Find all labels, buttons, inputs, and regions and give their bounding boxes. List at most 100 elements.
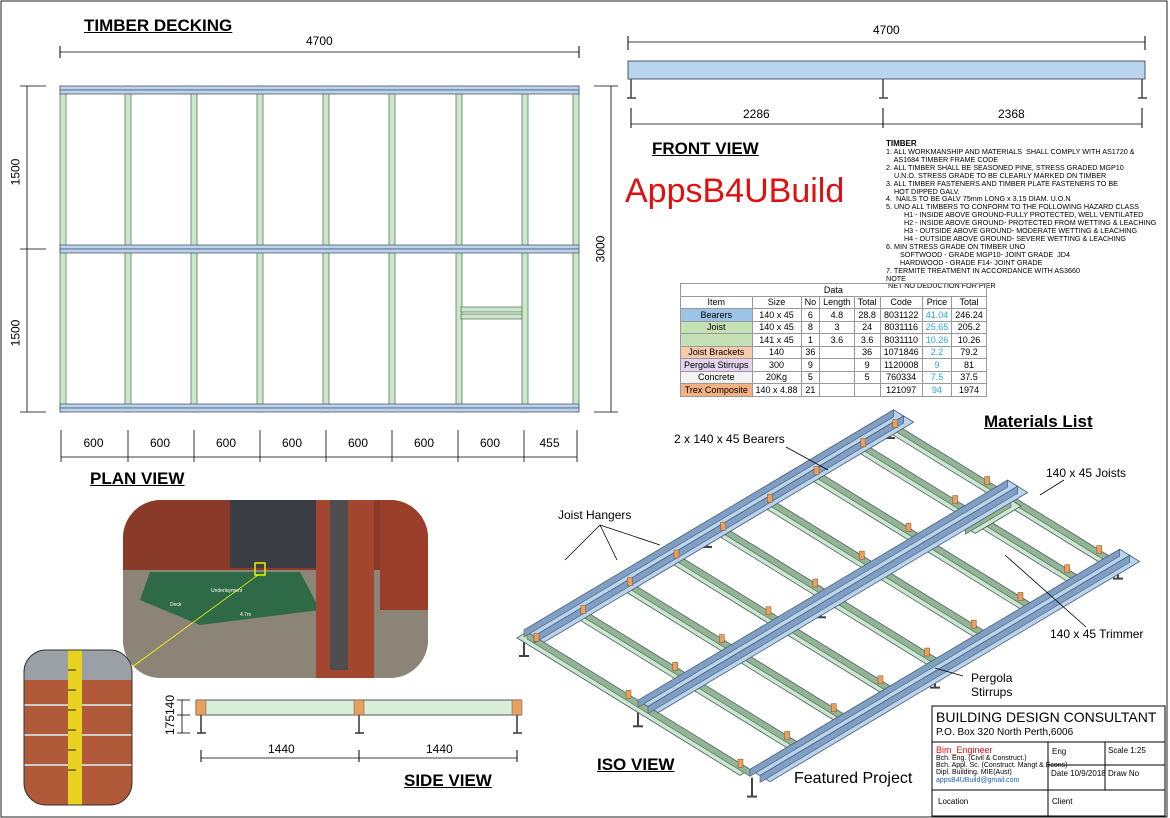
table-cell: 94: [921, 383, 953, 397]
plan-spacing-0: 600: [83, 436, 104, 450]
tb-location: Location: [938, 797, 969, 806]
table-cell: 5: [853, 370, 881, 384]
callout-joists: 140 x 45 Joists: [1046, 466, 1127, 480]
note-line: 1. ALL WORKMANSHIP AND MATERIALS SHALL C…: [886, 147, 1135, 156]
plan-bearer: [59, 85, 580, 91]
photo-label-deck: Deck: [170, 602, 182, 608]
plan-spacing-5: 600: [414, 436, 435, 450]
iso-joist-hanger: [673, 549, 680, 559]
table-header: Item: [680, 295, 753, 309]
table-cell: 140 x 45: [751, 320, 802, 334]
side-view-drawing: [177, 699, 523, 762]
iso-joist-hanger: [877, 675, 884, 685]
table-header: Price: [921, 295, 953, 309]
tb-company: BUILDING DESIGN CONSULTANT: [936, 709, 1157, 725]
table-header: No: [800, 295, 821, 309]
table-cell: 140 x 4.88: [751, 383, 802, 397]
plan-trimmer: [460, 306, 523, 313]
note-line: H4 - OUTSIDE ABOVE GROUND- SEVERE WETTIN…: [886, 233, 1127, 243]
plan-left-top-dim: 1500: [8, 158, 23, 186]
tb-qual-1: Bch. Eng. (Civil & Construct.): [936, 755, 1027, 762]
iso-joist-hanger: [813, 466, 820, 475]
plan-bearer: [59, 403, 580, 409]
table-cell: 36: [853, 345, 881, 359]
iso-joist-hanger: [625, 689, 632, 699]
note-line: 2. ALL TIMBER SHALL BE SEASONED PINE, ST…: [886, 162, 1124, 172]
iso-joist-hanger: [984, 476, 990, 485]
tape-measure-inset: [24, 650, 132, 805]
note-line: 7. TERMITE TREATMENT IN ACCORDANCE WITH …: [886, 265, 1080, 275]
table-cell: 9: [853, 358, 881, 372]
note-line: NOTE: [886, 273, 906, 283]
note-line: SOFTWOOD - GRADE MGP10- JOINT GRADE JD4: [886, 249, 1070, 259]
site-photo: [23, 500, 428, 806]
title-block-grid: [931, 705, 1166, 817]
iso-view-drawing: [516, 409, 1141, 798]
photo-label-length: 4.7m: [240, 612, 252, 618]
table-header: Total: [951, 295, 987, 309]
table-cell: 25.65: [921, 320, 953, 334]
title-front-view: FRONT VIEW: [652, 139, 759, 158]
table-cell: [853, 383, 881, 397]
table-cell: Concrete: [680, 370, 753, 384]
iso-bearer-side: [637, 479, 1008, 708]
tb-qual-3: Dipl. Building. MIE(Aust): [936, 769, 1012, 776]
iso-joist-hanger: [812, 578, 818, 588]
table-cell: 24: [853, 320, 881, 334]
underlay-area: [140, 572, 320, 625]
title-materials-list: Materials List: [984, 412, 1093, 431]
plan-spacing-7: 455: [539, 436, 560, 450]
plan-spacing-6: 600: [480, 436, 501, 450]
table-cell: 1: [800, 333, 821, 347]
table-cell: [819, 345, 855, 359]
plan-bearer: [59, 244, 580, 250]
callout-leaders: [564, 446, 1087, 677]
iso-joist-hanger: [784, 731, 790, 740]
callout-pergola: Pergola: [971, 671, 1013, 685]
table-cell: 9: [800, 358, 821, 372]
callout-stirrups: Stirrups: [971, 685, 1013, 699]
featured-project: Featured Project: [794, 770, 913, 787]
table-cell: 121097: [879, 383, 923, 397]
plan-spacing-3: 600: [282, 436, 303, 450]
table-cell: 20Kg: [751, 370, 802, 384]
tb-client: Client: [1052, 797, 1073, 806]
table-cell: 141 x 45: [751, 333, 802, 347]
iso-joist-hanger: [737, 758, 744, 768]
plan-bearer: [59, 248, 580, 254]
iso-joist-hanger: [1064, 564, 1070, 573]
table-cell: 37.5: [951, 370, 987, 384]
table-cell: 3: [819, 320, 855, 334]
title-timber-decking: TIMBER DECKING: [84, 16, 233, 35]
iso-joist-hanger: [719, 634, 725, 643]
note-line: 5. UNO ALL TIMBERS TO CONFORM TO THE FOL…: [886, 202, 1139, 212]
iso-joist-hanger: [672, 662, 678, 671]
table-cell: [819, 358, 855, 372]
plan-right-overall-dim: 3000: [593, 235, 608, 263]
iso-joist-hanger: [627, 577, 633, 587]
iso-joist-hanger: [580, 605, 586, 614]
table-cell: 1120008: [879, 358, 923, 372]
plan-spacing-1: 600: [150, 436, 171, 450]
iso-joist-hanger: [1096, 545, 1102, 554]
table-cell: 3.6: [853, 333, 881, 347]
tb-qual-2: Bch. Appl. Sc. (Construct. Mangt & Econs…: [936, 762, 1068, 769]
front-stirrups: [627, 79, 1147, 99]
table-header: Length: [819, 295, 855, 309]
note-line: HARDWOOD - GRADE F14- JOINT GRADE: [886, 257, 1043, 267]
table-cell: Joist: [680, 320, 753, 334]
table-cell: 36: [800, 345, 821, 359]
plan-bearer: [59, 407, 580, 413]
table-cell: 7.5: [921, 370, 953, 384]
table-cell: [819, 383, 855, 397]
table-cell: 300: [751, 358, 802, 372]
table-cell: Bearers: [680, 308, 753, 322]
table-cell: 8031116: [879, 320, 923, 334]
note-line: H2 - INSIDE ABOVE GROUND- PROTECTED FROM…: [886, 218, 1157, 228]
